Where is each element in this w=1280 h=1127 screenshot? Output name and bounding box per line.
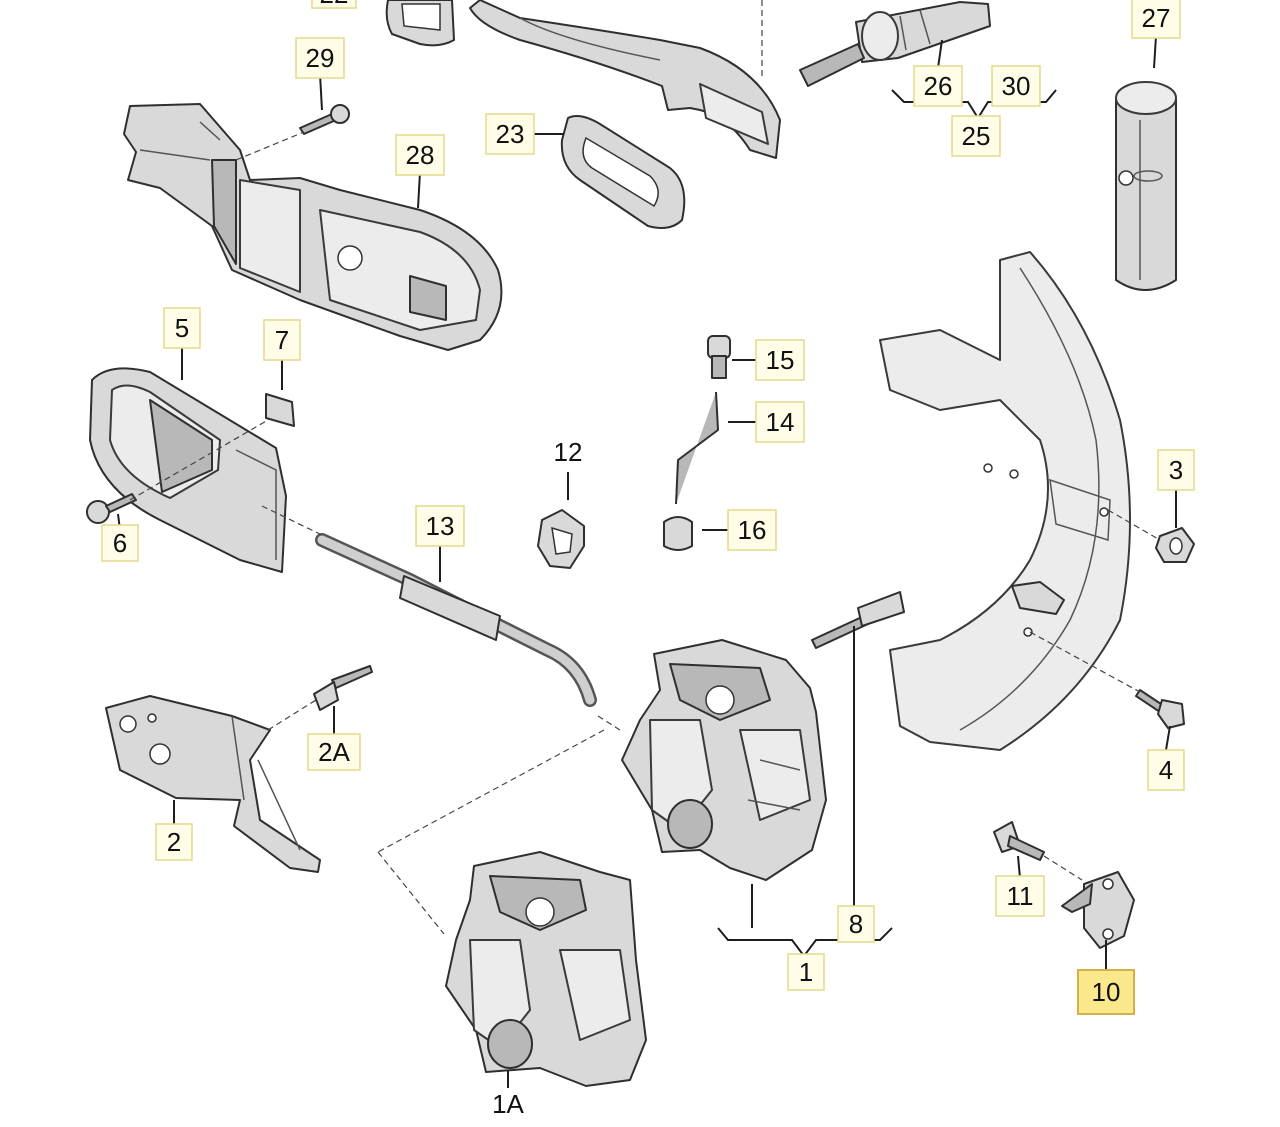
callout-25[interactable]: 25 [951, 115, 1001, 157]
callout-16-label: 16 [738, 515, 767, 545]
callout-8-label: 8 [849, 909, 863, 939]
callout-5[interactable]: 5 [163, 307, 201, 349]
screw-29 [299, 104, 350, 135]
grease-can [1115, 81, 1177, 291]
callout-27-label: 27 [1142, 3, 1171, 33]
handle-carrier [123, 103, 503, 351]
callout-12-label: 12 [554, 437, 583, 467]
lock-bracket [105, 695, 321, 873]
lock-cylinder [799, 1, 991, 87]
lock-striker [1061, 871, 1135, 949]
door-lock-lower [445, 851, 647, 1087]
callout-1A-label: 1A [492, 1089, 524, 1119]
callout-5-label: 5 [175, 313, 189, 343]
callout-7[interactable]: 7 [263, 319, 301, 361]
callout-10[interactable]: 10 [1077, 969, 1135, 1015]
callout-11-label: 11 [1007, 881, 1034, 911]
callout-15-label: 15 [766, 345, 795, 375]
callout-23-label: 23 [496, 119, 525, 149]
callout-26[interactable]: 26 [913, 65, 963, 107]
door-lock-upper [621, 639, 827, 881]
leader-lines [117, 35, 1177, 1088]
callout-1A[interactable]: 1A [482, 1088, 534, 1120]
screw-11 [993, 821, 1045, 861]
callout-3[interactable]: 3 [1157, 449, 1195, 491]
handle-gasket-top [385, 0, 455, 47]
callout-1-label: 1 [799, 957, 813, 987]
locking-knob-bolt [707, 335, 731, 379]
callout-30[interactable]: 30 [991, 65, 1041, 107]
callout-22-label: 22 [320, 0, 349, 9]
callout-2-label: 2 [167, 827, 181, 857]
rivet [313, 665, 373, 711]
locking-knob [663, 516, 693, 551]
callout-22[interactable]: 22 [311, 0, 357, 9]
callout-14-label: 14 [766, 407, 795, 437]
callout-6[interactable]: 6 [101, 524, 139, 562]
callout-2A-label: 2A [318, 737, 350, 767]
callout-3-label: 3 [1169, 455, 1183, 485]
callout-13[interactable]: 13 [415, 505, 465, 547]
door-frame-section [879, 251, 1131, 751]
microswitch [811, 591, 905, 649]
callout-30-label: 30 [1002, 71, 1031, 101]
callout-2[interactable]: 2 [155, 823, 193, 861]
callout-8[interactable]: 8 [837, 905, 875, 943]
bolt-4 [1135, 689, 1185, 729]
callout-26-label: 26 [924, 71, 953, 101]
alignment-lines [129, 0, 1161, 935]
callout-13-label: 13 [426, 511, 455, 541]
callout-29-label: 29 [306, 43, 335, 73]
callout-29[interactable]: 29 [295, 37, 345, 79]
interior-door-handle [89, 367, 287, 573]
callout-12[interactable]: 12 [544, 432, 592, 472]
callout-10-label: 10 [1092, 977, 1121, 1007]
locking-rod [675, 391, 719, 505]
rod-clip [537, 509, 585, 569]
callout-7-label: 7 [275, 325, 289, 355]
callout-25-label: 25 [962, 121, 991, 151]
callout-2A[interactable]: 2A [307, 733, 361, 771]
callout-11[interactable]: 11 [995, 875, 1045, 917]
spring-clip [265, 393, 295, 427]
callout-16[interactable]: 16 [727, 509, 777, 551]
callout-28[interactable]: 28 [395, 134, 445, 176]
callout-6-label: 6 [113, 528, 127, 558]
handle-gasket [560, 115, 686, 229]
callout-14[interactable]: 14 [755, 401, 805, 443]
bowden-cable [315, 533, 597, 707]
callout-4-label: 4 [1159, 755, 1173, 785]
callout-28-label: 28 [406, 140, 435, 170]
callout-4[interactable]: 4 [1147, 749, 1185, 791]
callout-15[interactable]: 15 [755, 339, 805, 381]
callout-1[interactable]: 1 [787, 953, 825, 991]
nut [1155, 527, 1195, 563]
screw-6 [86, 493, 137, 524]
exterior-door-handle [469, 0, 781, 159]
callout-27[interactable]: 27 [1131, 0, 1181, 39]
callout-23[interactable]: 23 [485, 113, 535, 155]
